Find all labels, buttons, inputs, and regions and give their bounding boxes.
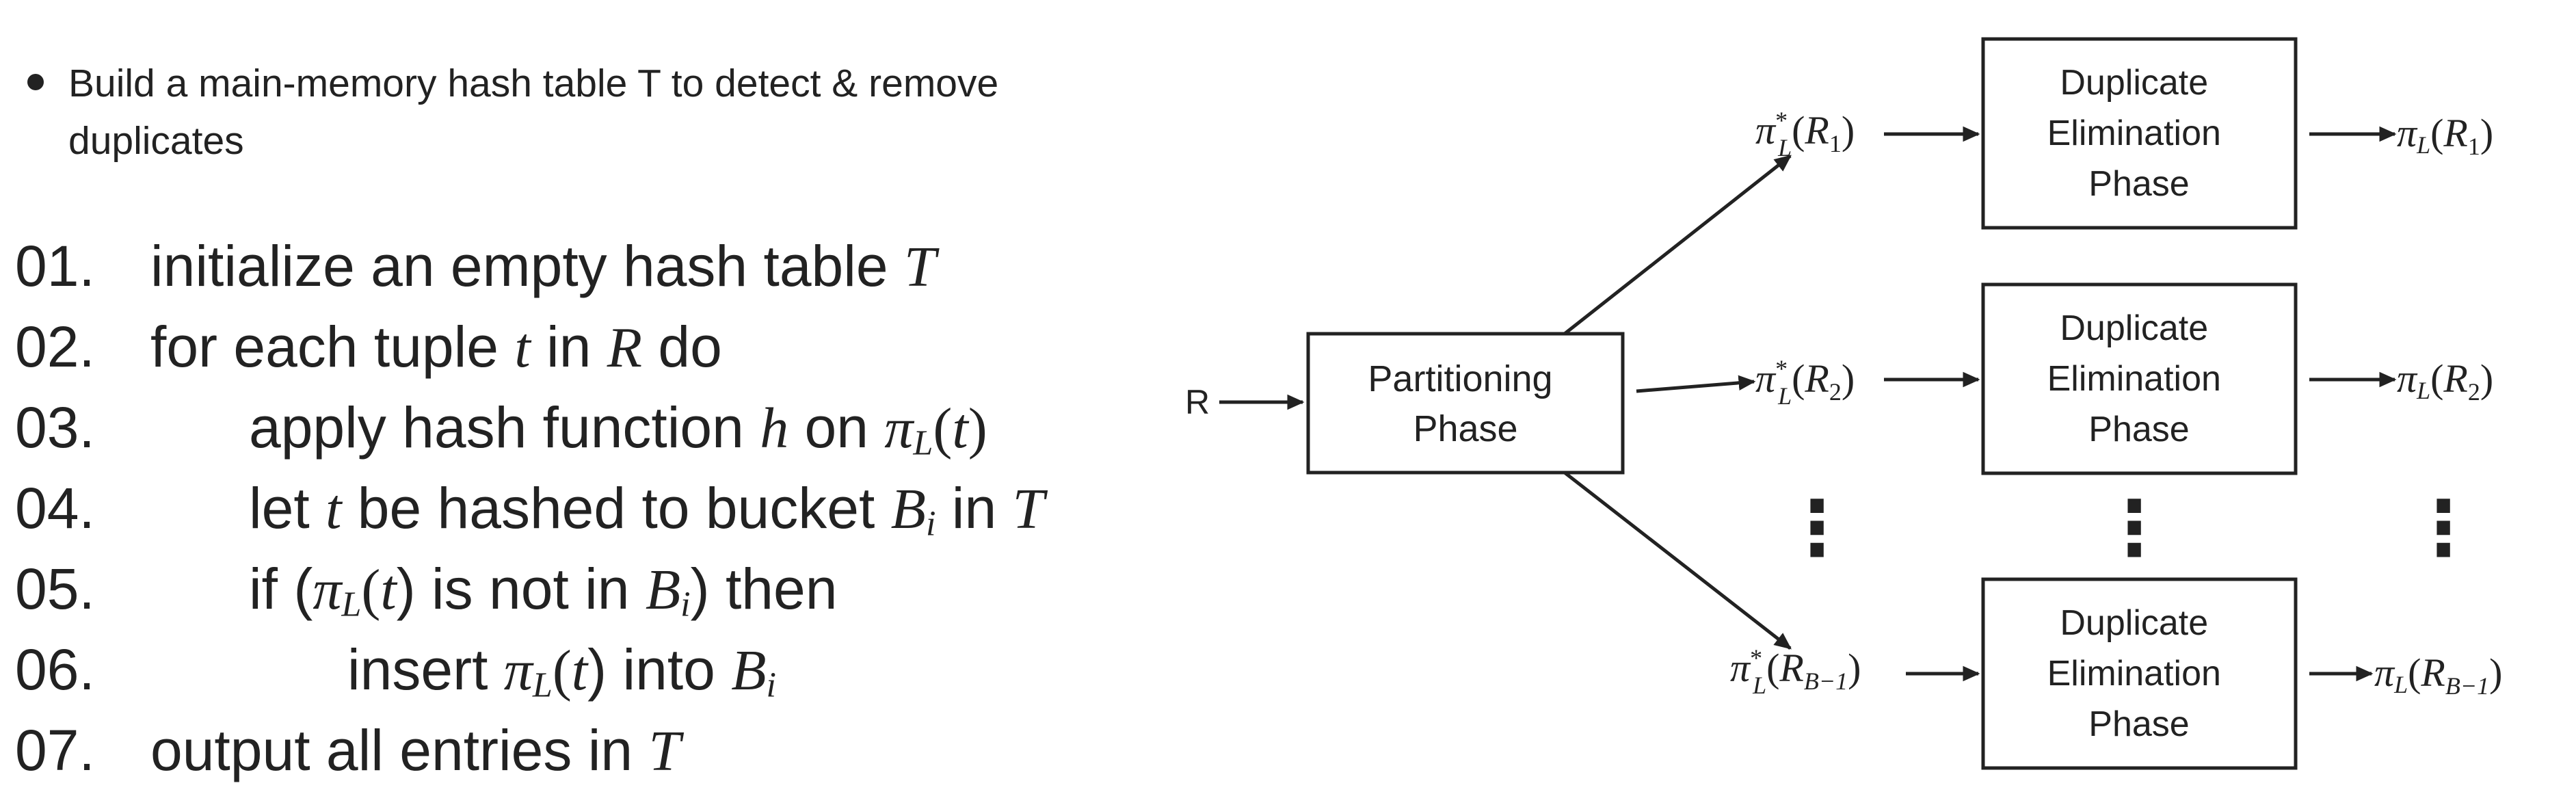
input-label: R [1185,383,1210,421]
elimination-box-2-label: Duplicate Elimination Phase [2047,308,2231,449]
output-label-3: πL(RB−1) [2374,650,2502,700]
partition-arrow-2 [1636,375,1756,393]
partition-label-3: π*L(RB−1) [1730,644,1861,699]
output-label-2: πL(R2) [2397,356,2493,406]
line-code: let t be hashed to bucket Bi in T [249,476,1045,544]
output-label-1: πL(R1) [2397,111,2493,160]
partition-label-2: π*L(R2) [1755,355,1855,410]
line-number: 07. [15,718,95,782]
line-number: 01. [15,234,95,298]
elimination-box-3 [1981,577,2298,770]
bullet-text: Build a main-memory hash table T to dete… [68,62,999,163]
bullet-dot-icon [27,74,44,90]
line-code: initialize an empty hash table T [150,234,936,299]
ellipsis-outputs: ⋮ [2406,484,2481,572]
line-code: output all entries in T [150,718,681,783]
ellipsis-partitions: ⋮ [1779,484,1855,572]
line-code: if (πL(t) is not in Bi) then [249,557,838,624]
elimination-box-1 [1981,37,2298,230]
partition-label-1: π*L(R1) [1755,107,1855,161]
partition-arrow-1 [1563,155,1792,335]
line-code: apply hash function h on πL(t) [249,395,987,463]
elimination-box-3-label: Duplicate Elimination Phase [2047,603,2231,744]
partition-arrow-3 [1563,471,1792,650]
partitioning-phase-box [1306,332,1625,475]
elimination-box-1-label: Duplicate Elimination Phase [2047,63,2231,204]
line-number: 05. [15,557,95,621]
line-number: 02. [15,315,95,379]
line-number: 04. [15,476,95,540]
line-code: for each tuple t in R do [150,315,722,380]
line-number: 03. [15,395,95,460]
elimination-box-2 [1981,282,2298,475]
line-number: 06. [15,637,95,702]
partitioning-phase-label: Partitioning Phase [1368,358,1563,449]
line-code: insert πL(t) into Bi [347,637,777,705]
ellipsis-elimination: ⋮ [2097,484,2172,572]
